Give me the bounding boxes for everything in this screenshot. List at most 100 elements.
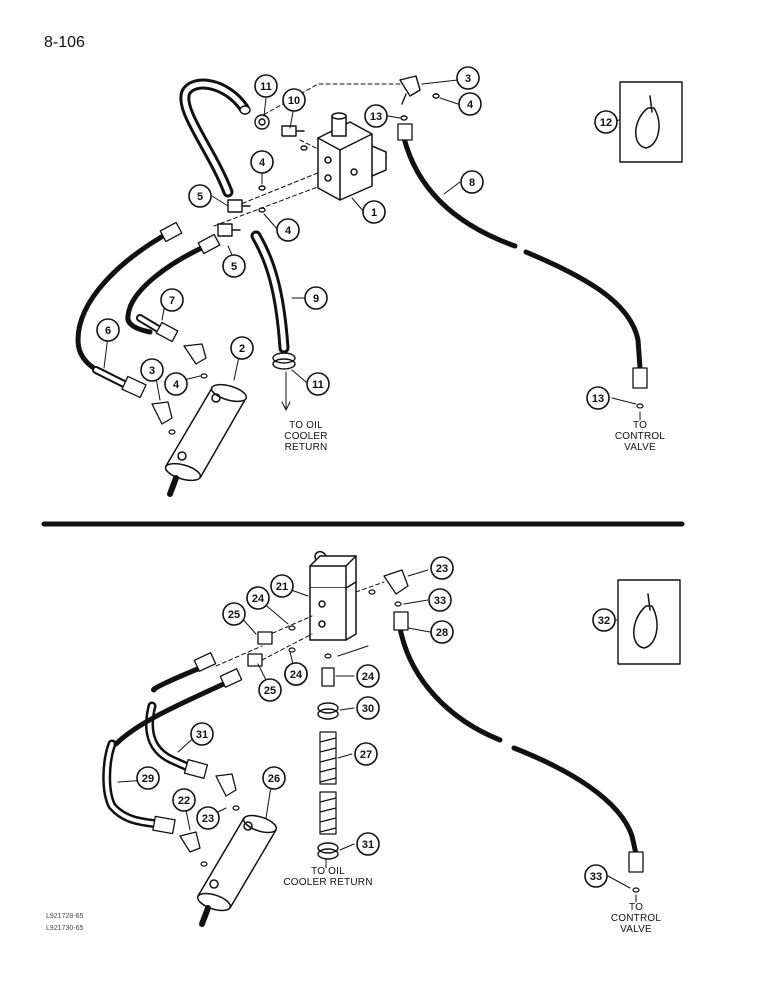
callout-label-lower-33: 33 <box>434 595 446 607</box>
callout-label-upper-1: 1 <box>371 207 377 219</box>
dest-valve-lower-line2: CONTROL <box>610 913 662 924</box>
callout-label-lower-24: 24 <box>252 593 265 605</box>
callout-circle-upper-13 <box>364 104 388 128</box>
callout-label-lower-31: 31 <box>196 729 208 741</box>
cylinder-lower <box>196 814 278 927</box>
page-number: 8-106 <box>44 34 85 51</box>
callout-circle-lower-31 <box>356 832 380 856</box>
callout-label-lower-24: 24 <box>362 671 375 683</box>
callout-label-lower-24: 24 <box>290 669 303 681</box>
callout-circle-lower-33 <box>428 588 452 612</box>
callout-circle-lower-21 <box>270 574 294 598</box>
callout-label-upper-2: 2 <box>239 343 245 355</box>
callout-circle-lower-24 <box>356 664 380 688</box>
callout-circle-upper-5 <box>188 184 212 208</box>
callout-label-lower-21: 21 <box>276 581 288 593</box>
callout-label-upper-3: 3 <box>149 365 155 377</box>
hose-28 <box>397 625 503 743</box>
callout-label-lower-25: 25 <box>228 609 240 621</box>
callout-circle-upper-4 <box>250 150 274 174</box>
callout-circle-upper-2 <box>230 336 254 360</box>
callout-label-lower-33: 33 <box>590 871 602 883</box>
callout-circle-upper-10 <box>282 88 306 112</box>
dest-oil-upper-line2: COOLER RETURN <box>284 431 328 453</box>
dest-valve-lower: TO CONTROL VALVE <box>606 902 666 935</box>
callout-label-lower-23: 23 <box>436 563 448 575</box>
dest-valve-upper-line3: VALVE <box>624 442 656 453</box>
hose-7 <box>125 241 213 335</box>
dest-oil-lower: TO OIL COOLER RETURN <box>282 866 374 888</box>
callout-circle-lower-31 <box>190 722 214 746</box>
callout-label-upper-11: 11 <box>260 81 272 93</box>
ref-code-2: L921730-65 <box>46 925 84 932</box>
dest-valve-upper-line2: CONTROL <box>614 431 666 442</box>
callout-circle-lower-32 <box>592 608 616 632</box>
callout-circle-lower-25 <box>258 678 282 702</box>
callout-circle-upper-13 <box>586 386 610 410</box>
dest-oil-upper-line1: TO OIL <box>289 420 323 431</box>
dest-valve-lower-line1: TO <box>628 902 644 913</box>
callout-label-lower-26: 26 <box>268 773 280 785</box>
callout-circle-upper-1 <box>362 200 386 224</box>
callout-label-lower-28: 28 <box>436 627 448 639</box>
callout-label-upper-13: 13 <box>592 393 604 405</box>
dest-valve-lower-line3: VALVE <box>620 924 652 935</box>
clamp-inset-box-lower <box>617 579 681 665</box>
callout-label-upper-9: 9 <box>313 293 319 305</box>
callout-label-upper-4: 4 <box>285 225 292 237</box>
callout-label-upper-8: 8 <box>469 177 475 189</box>
callout-label-upper-10: 10 <box>288 95 300 107</box>
callout-label-lower-23: 23 <box>202 813 214 825</box>
callout-label-upper-3: 3 <box>465 73 471 85</box>
hose-6 <box>75 229 173 381</box>
callout-label-lower-27: 27 <box>360 749 372 761</box>
callout-label-upper-5: 5 <box>231 261 237 273</box>
dest-oil-lower-line2: COOLER RETURN <box>283 877 373 888</box>
callout-circle-lower-24 <box>246 586 270 610</box>
callout-circle-upper-3 <box>456 66 480 90</box>
callout-label-upper-4: 4 <box>467 99 474 111</box>
callout-label-lower-22: 22 <box>178 795 190 807</box>
callout-label-upper-4: 4 <box>259 157 266 169</box>
callouts-lower: 2123242533283224252430312729262223243133 <box>136 556 616 888</box>
callout-circle-upper-8 <box>460 170 484 194</box>
callout-circle-lower-29 <box>136 766 160 790</box>
callout-label-lower-29: 29 <box>142 773 154 785</box>
callout-label-lower-25: 25 <box>264 685 276 697</box>
callout-circle-upper-4 <box>276 218 300 242</box>
callout-circle-upper-4 <box>164 372 188 396</box>
callout-circle-lower-28 <box>430 620 454 644</box>
hose-29 <box>319 731 337 835</box>
hose-9 <box>250 230 290 354</box>
valve-block <box>317 112 387 201</box>
callout-circle-lower-24 <box>284 662 308 686</box>
callout-circle-upper-4 <box>458 92 482 116</box>
callout-label-upper-4: 4 <box>173 379 180 391</box>
callout-label-lower-30: 30 <box>362 703 374 715</box>
callout-label-upper-12: 12 <box>600 117 612 129</box>
callout-circle-upper-5 <box>222 254 246 278</box>
callout-label-lower-32: 32 <box>598 615 610 627</box>
callout-circle-lower-23 <box>196 806 220 830</box>
solenoid-valve <box>309 550 357 641</box>
callout-circle-upper-12 <box>594 110 618 134</box>
callout-circle-upper-6 <box>96 318 120 342</box>
callout-label-lower-31: 31 <box>362 839 374 851</box>
callout-circle-lower-25 <box>222 602 246 626</box>
callout-circle-lower-26 <box>262 766 286 790</box>
callout-circle-upper-7 <box>160 288 184 312</box>
callout-circle-lower-33 <box>584 864 608 888</box>
callout-label-upper-5: 5 <box>197 191 203 203</box>
hose-8 <box>401 135 518 249</box>
dest-valve-upper: TO CONTROL VALVE <box>610 420 670 453</box>
callout-label-upper-13: 13 <box>370 111 382 123</box>
ref-code-1: L921728-65 <box>46 913 84 920</box>
callout-circle-upper-11 <box>254 74 278 98</box>
callout-circle-lower-30 <box>356 696 380 720</box>
callout-circle-upper-9 <box>304 286 328 310</box>
callout-circle-upper-3 <box>140 358 164 382</box>
callout-label-upper-11: 11 <box>312 379 324 391</box>
callout-label-upper-7: 7 <box>169 295 175 307</box>
fittings-upper <box>217 75 440 237</box>
